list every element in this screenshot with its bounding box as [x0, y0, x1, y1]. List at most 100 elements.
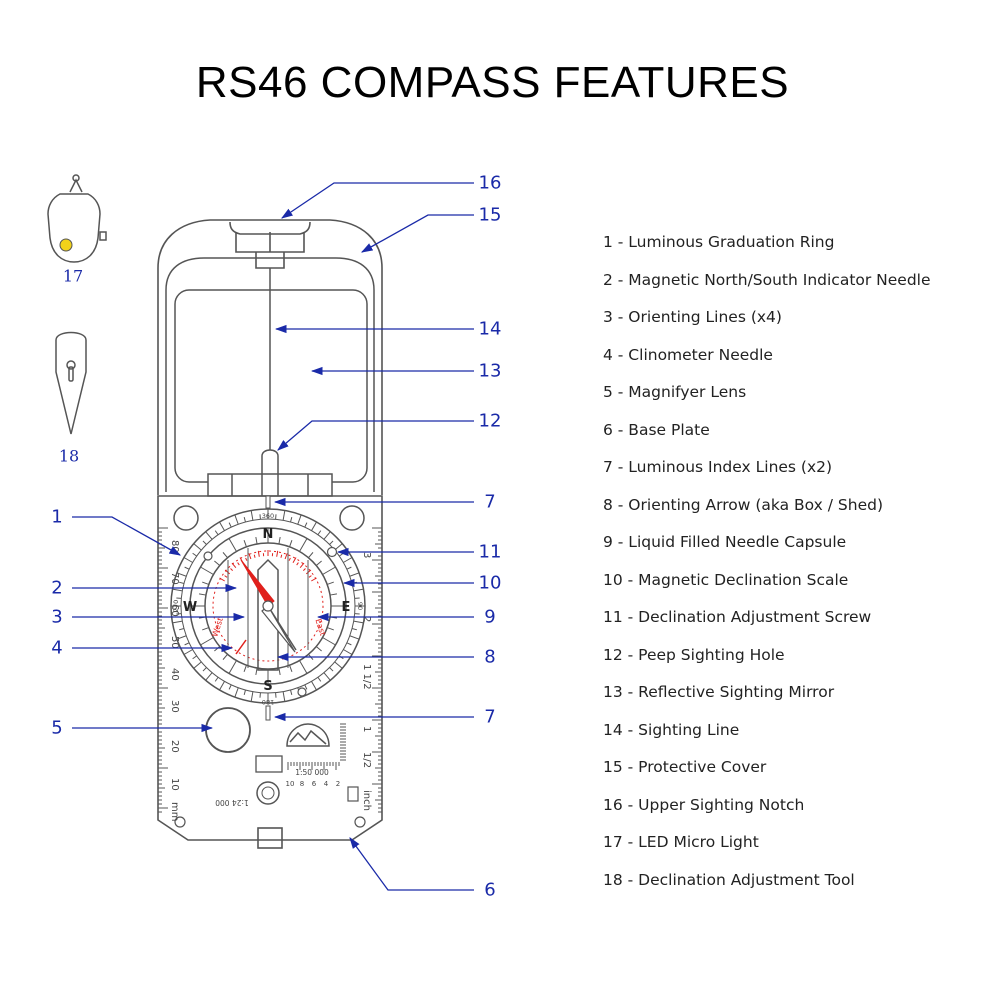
callout-7b: 7: [484, 706, 496, 728]
callout-lines: [72, 182, 474, 891]
peep-sighting-hole: [261, 449, 279, 477]
ring-tick: [179, 581, 185, 584]
ring-tick: [192, 552, 198, 557]
ring-tick: [176, 572, 187, 577]
dial-west-label: W: [183, 600, 197, 615]
dial-tick: [322, 637, 336, 646]
ring-tick: [228, 684, 232, 690]
inch-label: 2: [361, 616, 372, 622]
ring-tick: [290, 517, 293, 523]
ring-tick: [334, 661, 343, 669]
callout-2: 2: [51, 577, 63, 599]
ring-tick: [329, 540, 334, 545]
luminous-index-line-top: [265, 495, 271, 509]
ring-tick: [349, 572, 360, 577]
ring-tick: [250, 510, 254, 521]
dial-screw-bottom: [297, 687, 307, 697]
graduation-ticks: [171, 509, 365, 703]
dial-tick: [228, 660, 237, 674]
leader-12: [277, 420, 474, 451]
declination-tick: [305, 569, 312, 575]
inch-ruler-ticks: [372, 527, 382, 813]
magnetic-needle: [240, 559, 296, 653]
declination-tick: [219, 577, 225, 582]
leader-15: [360, 214, 474, 253]
legend-item: 15 - Protective Cover: [603, 758, 767, 776]
mm-label: 20: [169, 740, 180, 753]
clinometer-needle-tip: [235, 639, 247, 655]
declination-east-label: East: [313, 618, 327, 637]
bottom-scale-numbers: 10 8 6 4 2: [286, 780, 341, 788]
dial-tick: [255, 536, 258, 545]
mm-label: 40: [169, 668, 180, 681]
dial-180-label: 180: [262, 698, 274, 706]
ring-tick: [311, 521, 317, 531]
led-light-icon: [59, 238, 73, 252]
dial-360-label: 360: [262, 512, 274, 520]
screw-bottom-left: [174, 816, 186, 828]
diagram-title: RS46 COMPASS FEATURES: [195, 58, 790, 107]
ring-tick: [234, 514, 239, 525]
ring-tick: [317, 676, 322, 682]
ring-tick: [183, 557, 193, 563]
legend-item: 11 - Declination Adjustment Screw: [603, 608, 872, 626]
base-slot-right: [347, 786, 359, 802]
dial-270-label: 270: [172, 600, 180, 612]
declination-adjustment-tool: [55, 331, 87, 435]
base-hole-left: [173, 505, 199, 531]
part-label-17: 17: [62, 266, 84, 286]
callout-16: 16: [478, 172, 502, 194]
ring-tick: [205, 531, 213, 540]
declination-tick: [284, 553, 288, 560]
declination-tick: [288, 557, 291, 561]
declination-tick: [311, 577, 317, 582]
ring-tick: [353, 620, 364, 624]
ring-tick: [323, 672, 331, 681]
inch-label: 1/2: [361, 752, 372, 768]
legend-item: 17 - LED Micro Light: [603, 833, 759, 851]
declination-tick: [237, 562, 240, 566]
screw-bottom-right: [354, 816, 366, 828]
ring-tick: [297, 514, 302, 525]
ring-tick: [304, 522, 308, 528]
svg-text:4: 4: [324, 780, 329, 788]
svg-text:10: 10: [286, 780, 295, 788]
ring-tick: [323, 531, 331, 540]
dial-tick: [327, 581, 334, 585]
svg-text:6: 6: [312, 780, 317, 788]
ring-tick: [183, 649, 193, 655]
base-screw-center: [256, 781, 280, 805]
legend-item: 10 - Magnetic Declination Scale: [603, 571, 849, 589]
dial-tick: [322, 566, 336, 575]
dial-90-label: 90: [356, 602, 364, 610]
ring-tick: [202, 667, 207, 672]
ring-tick: [172, 620, 183, 624]
scale-1-50000-label: 1:50 000: [295, 768, 329, 777]
ring-tick: [205, 672, 213, 681]
legend-item: 6 - Base Plate: [603, 421, 710, 439]
dial-tick: [315, 646, 322, 652]
legend-item: 9 - Liquid Filled Needle Capsule: [603, 533, 847, 551]
dial-tick: [329, 593, 338, 596]
legend-item: 14 - Sighting Line: [603, 721, 740, 739]
callout-8: 8: [484, 646, 496, 668]
base-slot: [255, 755, 283, 773]
ring-tick: [243, 517, 246, 523]
callout-10: 10: [478, 572, 502, 594]
dial-tick: [299, 660, 308, 674]
legend-item: 4 - Clinometer Needle: [603, 346, 773, 364]
callout-7a: 7: [484, 491, 496, 513]
leader-6: [349, 837, 474, 891]
declination-tick: [230, 568, 233, 571]
ring-tick: [202, 540, 207, 545]
dial-tick: [278, 667, 281, 676]
ring-tick: [214, 530, 219, 536]
dial-tick: [255, 667, 258, 676]
leader-1: [72, 516, 182, 556]
ring-tick: [282, 691, 286, 702]
legend-item: 13 - Reflective Sighting Mirror: [603, 683, 835, 701]
dial-tick: [200, 637, 214, 646]
hinge: [207, 473, 333, 497]
declination-tick: [292, 557, 297, 563]
